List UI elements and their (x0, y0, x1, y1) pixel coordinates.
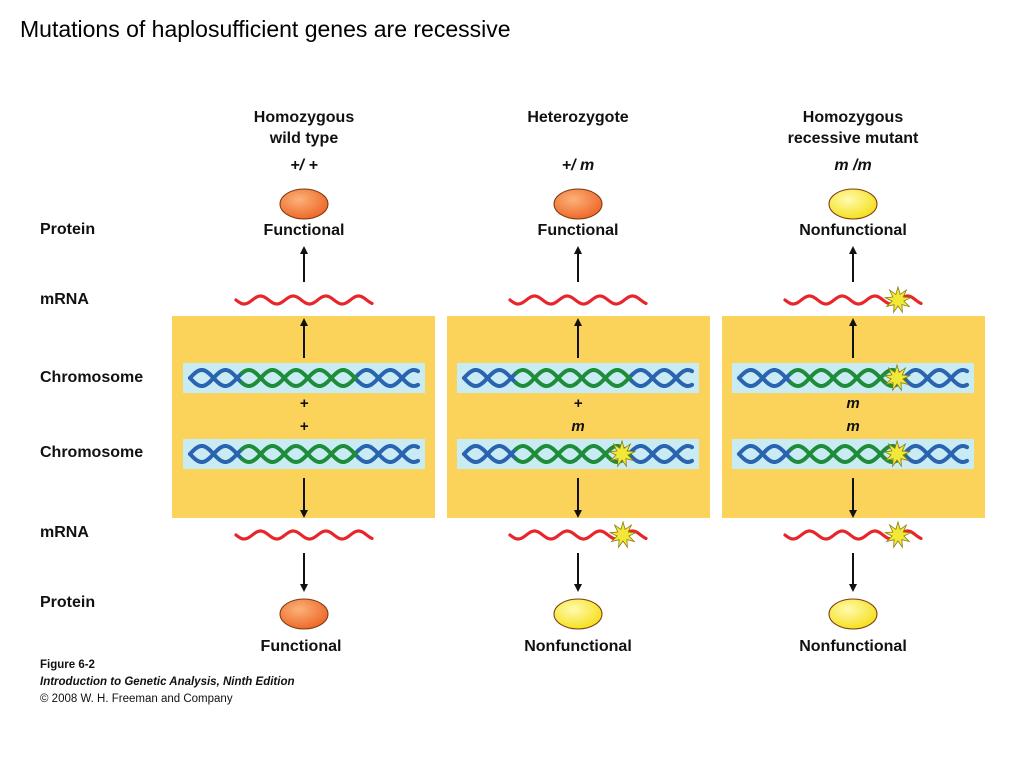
protein-bottom-recessive-mutant (828, 598, 878, 630)
protein-top-wild-type (279, 188, 329, 220)
mutation-star-icon (882, 363, 912, 392)
allele-2-wild-type: + (299, 418, 309, 435)
row-label-protein-top: Protein (40, 221, 96, 238)
figure-book-title: Introduction to Genetic Analysis, Ninth … (40, 676, 295, 688)
chromosome-2-recessive-mutant (732, 439, 974, 469)
chromosome-1-heterozygote (457, 363, 699, 393)
allele-2-heterozygote: m (571, 418, 585, 435)
column-heading-recessive-mutant: Homozygous recessive mutant (743, 107, 963, 149)
mutation-star-icon (607, 439, 637, 468)
protein-top-label-wild-type: Functional (263, 222, 345, 239)
row-label-mrna-bottom: mRNA (40, 524, 89, 541)
allele-1-recessive-mutant: m (846, 395, 860, 412)
chromosome-2-heterozygote (457, 439, 699, 469)
genotype-recessive-mutant: m /m (834, 157, 872, 174)
genotype-wild-type: +/ + (290, 157, 318, 174)
protein-bottom-label-recessive-mutant: Nonfunctional (799, 638, 907, 655)
protein-bottom-label-heterozygote: Nonfunctional (524, 638, 632, 655)
allele-2-recessive-mutant: m (846, 418, 860, 435)
figure-copyright: © 2008 W. H. Freeman and Company (40, 693, 233, 705)
heading-text: Homozygous wild type (253, 109, 355, 147)
row-label-protein-bottom: Protein (40, 594, 96, 611)
mrna-top-wild-type (234, 294, 374, 306)
protein-top-heterozygote (553, 188, 603, 220)
protein-top-label-heterozygote: Functional (537, 222, 619, 239)
row-label-chromosome-1: Chromosome (40, 369, 144, 386)
protein-bottom-wild-type (279, 598, 329, 630)
chromosome-2-wild-type (183, 439, 425, 469)
mutation-star-icon (883, 285, 913, 314)
row-label-mrna-top: mRNA (40, 291, 89, 308)
row-label-chromosome-2: Chromosome (40, 444, 144, 461)
protein-bottom-heterozygote (553, 598, 603, 630)
mrna-top-heterozygote (508, 294, 648, 306)
genotype-heterozygote: +/ m (561, 157, 595, 174)
chromosome-1-recessive-mutant (732, 363, 974, 393)
mutation-star-icon (608, 520, 638, 549)
figure-number: Figure 6-2 (40, 659, 95, 671)
column-heading-wild-type: Homozygous wild type (194, 107, 414, 149)
heading-text: Heterozygote (527, 109, 629, 126)
mrna-bottom-wild-type (234, 529, 374, 541)
chromosome-1-wild-type (183, 363, 425, 393)
allele-1-wild-type: + (299, 395, 309, 412)
mutation-star-icon (883, 520, 913, 549)
allele-1-heterozygote: + (573, 395, 583, 412)
protein-top-label-recessive-mutant: Nonfunctional (799, 222, 907, 239)
mutation-star-icon (882, 439, 912, 468)
protein-top-recessive-mutant (828, 188, 878, 220)
slide-title: Mutations of haplosufficient genes are r… (20, 16, 511, 42)
protein-bottom-label-wild-type: Functional (260, 638, 342, 655)
column-heading-heterozygote: Heterozygote (468, 107, 688, 128)
heading-text: Homozygous recessive mutant (787, 109, 919, 147)
